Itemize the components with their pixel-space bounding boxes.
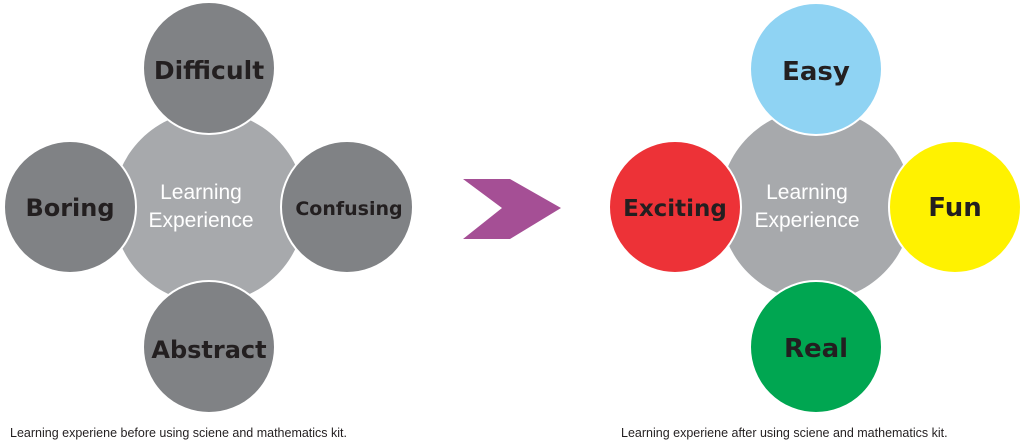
before-node-bottom-circle [142, 280, 276, 414]
after-node-bottom: Real [749, 280, 883, 414]
after-node-right-circle [888, 140, 1022, 274]
after-node-left-label: Exciting [623, 196, 727, 222]
before-node-bottom: Abstract [142, 280, 276, 414]
before-node-left: Boring [3, 140, 137, 274]
before-node-bottom-label: Abstract [151, 336, 266, 364]
after-node-top-circle [749, 2, 883, 136]
before-node-left-circle [3, 140, 137, 274]
before-node-left-label: Boring [25, 194, 114, 222]
after-center-line2: Experience [754, 209, 859, 232]
after-center-circle [720, 109, 912, 301]
after-node-top: Easy [749, 2, 883, 136]
before-node-top: Difficult [142, 1, 276, 135]
before-node-right: Confusing [280, 140, 414, 274]
after-node-top-label: Easy [782, 57, 850, 87]
after-center-line1: Learning [766, 181, 848, 204]
after-node-bottom-circle [749, 280, 883, 414]
before-node-right-circle [280, 140, 414, 274]
before-caption: Learning experiene before using sciene a… [10, 426, 348, 440]
before-node-right-label: Confusing [295, 198, 402, 220]
after-node-left-circle [608, 140, 742, 274]
before-center-circle [113, 111, 305, 303]
after-caption: Learning experiene after using sciene an… [621, 426, 948, 440]
after-node-right-label: Fun [928, 193, 982, 223]
before-diagram: Learning Experience Difficult Boring Con… [3, 1, 414, 414]
after-node-bottom-label: Real [784, 334, 848, 364]
after-diagram: Learning Experience Easy Exciting Fun Re… [608, 2, 1022, 414]
before-center-line2: Experience [148, 209, 253, 232]
before-node-top-label: Difficult [154, 56, 264, 85]
before-node-top-circle [142, 1, 276, 135]
before-center-line1: Learning [160, 181, 242, 204]
after-node-left: Exciting [608, 140, 742, 274]
after-node-right: Fun [888, 140, 1022, 274]
chevron-arrow-right-icon [463, 179, 561, 239]
